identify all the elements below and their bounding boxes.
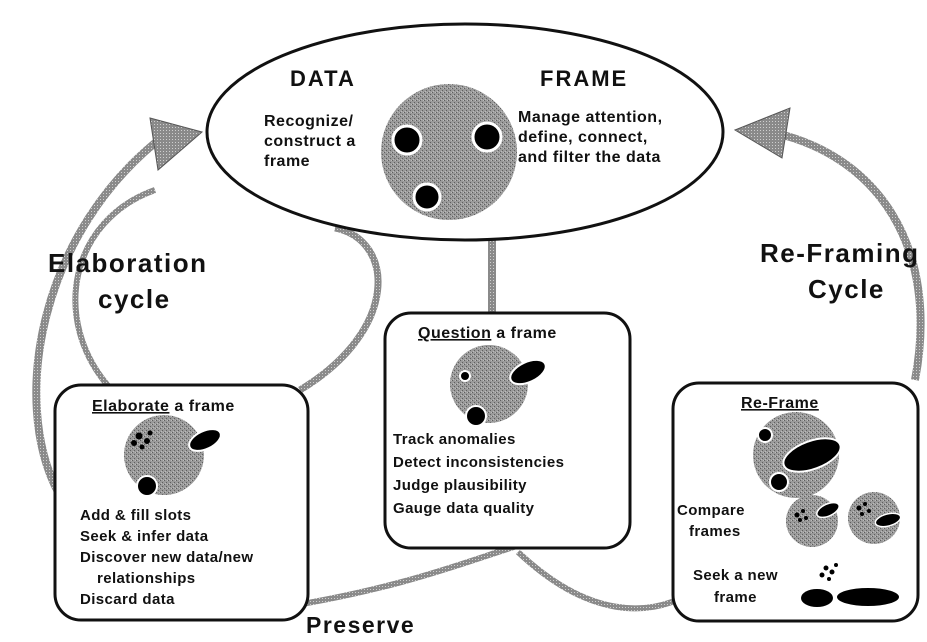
reframe-bottom-arc: [515, 549, 687, 612]
elaborate-item-2: Seek & infer data: [80, 528, 209, 545]
question-item-2: Detect inconsistencies: [393, 454, 564, 471]
data-line-3: frame: [264, 153, 310, 170]
frame-line-1: Manage attention,: [518, 109, 663, 126]
reframe-compare-line-2: frames: [689, 523, 741, 540]
reframe-seek-line-2: frame: [714, 589, 757, 606]
reframe-compare-line-1: Compare: [677, 502, 745, 519]
reframe-glyph: [753, 412, 842, 498]
new-frame-glyph: [801, 563, 899, 607]
frame-heading: FRAME: [540, 66, 628, 91]
question-item-3: Judge plausibility: [393, 477, 527, 494]
elaboration-outer-arc: [32, 131, 168, 494]
elaborate-title: Elaborate a frame: [92, 398, 235, 415]
question-title-rest: a frame: [491, 325, 556, 342]
compare-frame-glyph-1: [786, 495, 840, 547]
elaboration-label-line-1: Elaboration: [48, 248, 208, 278]
elaborate-item-4: relationships: [97, 570, 196, 587]
preserve-label: Preserve: [306, 612, 415, 637]
reframing-label-line-1: Re-Framing: [760, 238, 919, 268]
data-heading: DATA: [290, 66, 356, 91]
elaborate-glyph: [124, 415, 222, 497]
elaborate-item-1: Add & fill slots: [80, 507, 191, 524]
central-frame-glyph: [381, 84, 517, 220]
question-item-4: Gauge data quality: [393, 500, 535, 517]
elaborate-item-5: Discard data: [80, 591, 175, 608]
elaborate-title-rest: a frame: [169, 398, 234, 415]
reframe-seek-line-1: Seek a new: [693, 567, 778, 584]
frame-line-2: define, connect,: [518, 129, 648, 146]
data-line-2: construct a: [264, 133, 356, 150]
reframing-arc: [759, 126, 925, 381]
question-glyph: [450, 345, 547, 427]
reframing-arrowhead: [733, 107, 791, 159]
elaborate-title-keyword: Elaborate: [92, 398, 169, 415]
elaboration-loop-arc: [298, 224, 382, 393]
reframe-title: Re-Frame: [741, 395, 819, 412]
question-title: Question a frame: [418, 325, 557, 342]
elaborate-item-3: Discover new data/new: [80, 549, 253, 566]
elaborate-box: [53, 383, 310, 622]
data-line-1: Recognize/: [264, 113, 354, 130]
elaboration-inner-arc: [72, 187, 157, 390]
reframing-label-line-2: Cycle: [808, 274, 885, 304]
question-item-1: Track anomalies: [393, 431, 516, 448]
elaboration-label-line-2: cycle: [98, 284, 171, 314]
elaboration-arrowhead: [149, 117, 204, 171]
frame-line-3: and filter the data: [518, 149, 661, 166]
compare-frame-glyph-2: [848, 492, 902, 544]
question-box: [383, 311, 632, 550]
preserve-arc: [264, 542, 521, 613]
question-title-keyword: Question: [418, 325, 491, 342]
